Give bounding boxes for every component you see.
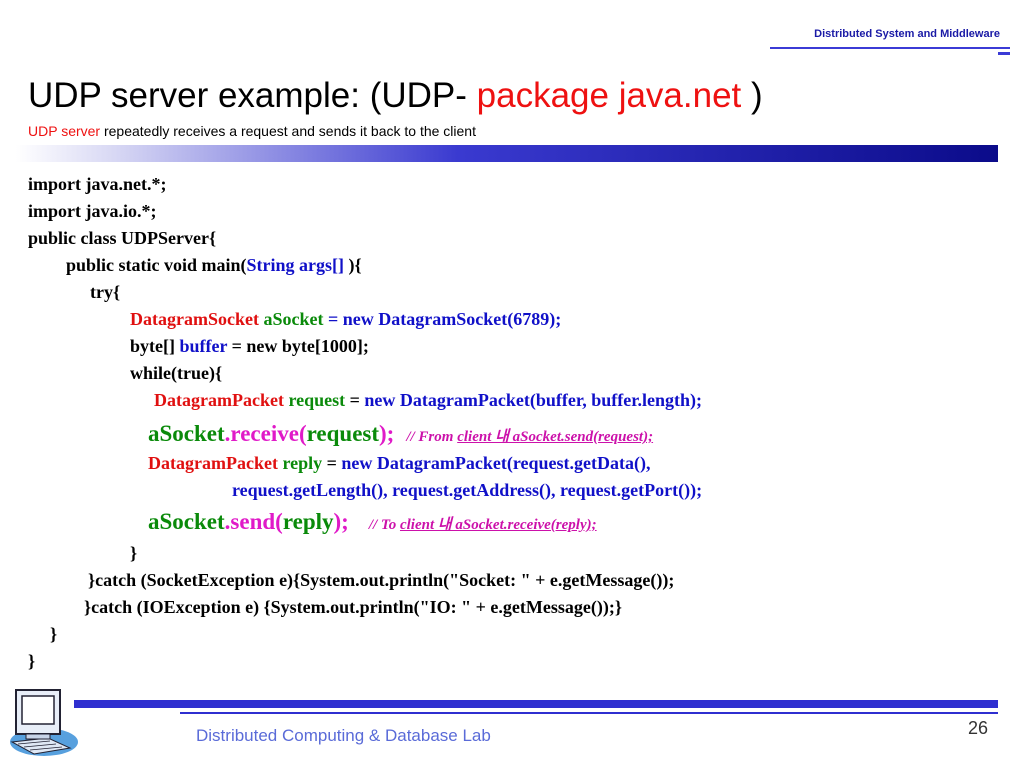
code-token: aSocket [258, 309, 324, 329]
code-token: .receive( [224, 421, 307, 446]
slide-subtitle: UDP server repeatedly receives a request… [28, 123, 476, 139]
footer-rule [74, 700, 998, 708]
code-line: } [130, 543, 138, 563]
title-highlight: package java.net [476, 76, 742, 115]
page-number: 26 [967, 718, 988, 738]
course-label: Distributed System and Middleware [814, 28, 1000, 40]
code-comment: // From client 내 aSocket.send(request); [406, 429, 653, 445]
code-token: = new DatagramSocket(6789); [323, 309, 562, 329]
code-token: aSocket [148, 509, 225, 534]
code-token: ){ [344, 255, 362, 275]
code-line: byte[] buffer = new byte[1000]; [130, 334, 369, 358]
code-token: request [306, 421, 380, 446]
code-line: aSocket.receive(request); // From client … [148, 419, 653, 449]
code-token: .send( [224, 509, 283, 534]
code-token: public static void main( [66, 255, 247, 275]
footer-rule-accent [180, 712, 998, 714]
code-line: DatagramPacket reply = new DatagramPacke… [148, 451, 650, 475]
title-prefix: UDP server example: (UDP- [28, 76, 477, 115]
code-token: buffer [179, 336, 228, 356]
code-line: DatagramSocket aSocket = new DatagramSoc… [130, 307, 561, 331]
code-token: ); [379, 421, 395, 446]
subtitle-rest: repeatedly receives a request and sends … [100, 123, 476, 139]
title-suffix: ) [741, 76, 763, 115]
code-token: reply [282, 509, 334, 534]
code-token: new DatagramPacket(buffer, buffer.length… [364, 390, 703, 410]
code-token: aSocket [148, 421, 225, 446]
code-line: public static void main(String args[] ){ [66, 253, 362, 277]
code-token: DatagramSocket [130, 309, 259, 329]
code-line: import java.net.*; [28, 174, 167, 194]
footer-lab: Distributed Computing & Database Lab [196, 726, 491, 745]
code-line: }catch (IOException e) {System.out.print… [84, 597, 622, 617]
header-rule-accent [998, 52, 1010, 55]
slide-title: UDP server example: (UDP- package java.n… [28, 78, 763, 113]
comment-link: client 내 aSocket.send(request); [457, 429, 654, 445]
code-line: } [28, 651, 36, 671]
code-line: } [50, 624, 58, 644]
code-token: String args[] [246, 255, 345, 275]
comment-prefix: // From [406, 429, 458, 445]
comment-link: client 내 aSocket.receive(reply); [399, 517, 597, 533]
code-line: aSocket.send(reply); // To client 내 aSock… [148, 507, 597, 537]
code-token: DatagramPacket [148, 453, 278, 473]
code-line: }catch (SocketException e){System.out.pr… [88, 570, 675, 590]
code-token: reply [277, 453, 323, 473]
code-token: = [345, 390, 365, 410]
comment-prefix: // To [368, 517, 400, 533]
code-line: while(true){ [130, 363, 223, 383]
computer-icon [10, 689, 78, 756]
header-rule [770, 47, 1010, 49]
code-line: DatagramPacket request = new DatagramPac… [154, 388, 702, 412]
code-token: byte[] [130, 336, 180, 356]
code-comment: // To client 내 aSocket.receive(reply); [369, 517, 597, 533]
code-line: public class UDPServer{ [28, 228, 217, 248]
code-line: try{ [90, 282, 121, 302]
code-token: DatagramPacket [154, 390, 284, 410]
subtitle-highlight: UDP server [28, 123, 101, 139]
title-band [16, 145, 998, 162]
code-token: ); [333, 509, 349, 534]
code-token: request [283, 390, 346, 410]
code-token: = [322, 453, 342, 473]
code-token: = new byte[1000]; [227, 336, 369, 356]
code-token: new DatagramPacket(request.getData(), [341, 453, 651, 473]
code-line: import java.io.*; [28, 201, 157, 221]
code-line: request.getLength(), request.getAddress(… [232, 480, 703, 500]
